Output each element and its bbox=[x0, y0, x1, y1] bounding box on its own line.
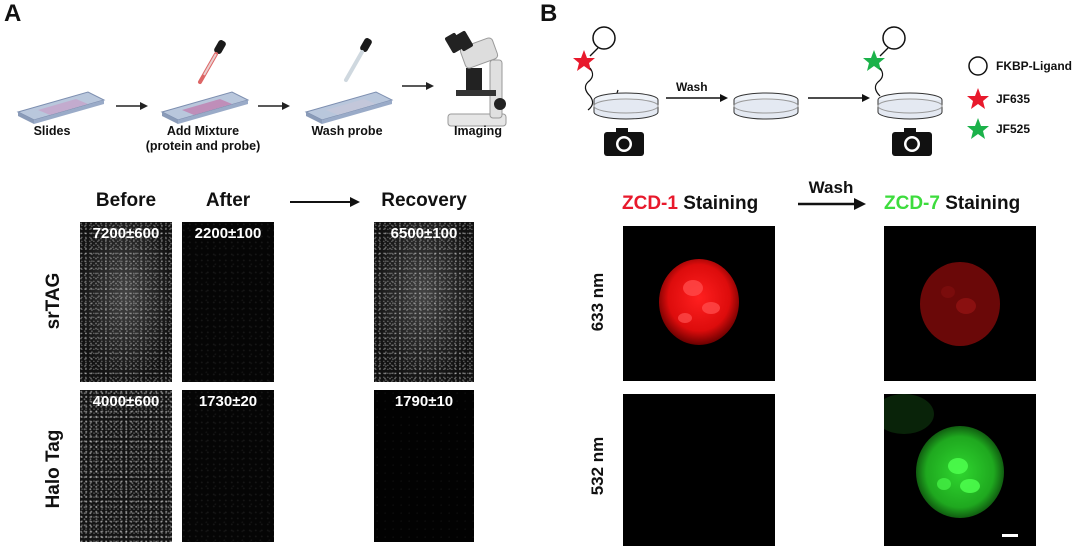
image-633nm-zcd1 bbox=[623, 226, 775, 381]
row-label-633nm: 633 nm bbox=[588, 272, 607, 332]
intensity-value: 1790±10 bbox=[394, 393, 454, 410]
panel-a-workflow-diagram bbox=[16, 30, 507, 127]
legend-label-fkbp: FKBP-Ligand bbox=[996, 59, 1072, 73]
wash-label-middle: Wash bbox=[808, 178, 854, 197]
arrow-icon bbox=[140, 102, 148, 110]
intensity-value: 4000±600 bbox=[92, 393, 160, 410]
panel-b-wash-schematic bbox=[573, 26, 943, 156]
slide-icon bbox=[160, 91, 250, 124]
image-532nm-zcd7 bbox=[884, 394, 1036, 546]
workflow-label-imaging: Imaging bbox=[454, 124, 502, 138]
intensity-value: 1730±20 bbox=[198, 393, 258, 410]
panel-b-letter: B bbox=[540, 0, 558, 27]
slide-icon bbox=[304, 91, 394, 124]
circle-icon bbox=[968, 56, 988, 76]
camera-icon bbox=[604, 128, 644, 156]
title-zcd1-staining: ZCD-1 Staining bbox=[622, 193, 759, 214]
row-label-532nm: 532 nm bbox=[588, 436, 607, 496]
micrograph-halo-before: 4000±600 bbox=[80, 390, 172, 542]
micrograph-halo-after: 1730±20 bbox=[182, 390, 274, 542]
micrograph-halo-recovery: 1790±10 bbox=[374, 390, 474, 542]
green-star-icon bbox=[863, 50, 885, 71]
red-star-icon bbox=[967, 88, 989, 109]
image-633nm-zcd7 bbox=[884, 226, 1036, 381]
workflow-label-wash-probe: Wash probe bbox=[311, 124, 383, 138]
wash-label-top: Wash bbox=[676, 80, 708, 94]
workflow-label-add-mixture: Add Mixture (protein and probe) bbox=[145, 124, 261, 153]
intensity-value: 2200±100 bbox=[194, 225, 262, 242]
petri-dish-icon bbox=[733, 92, 799, 120]
dropper-clear-icon bbox=[344, 38, 372, 82]
image-532nm-zcd1 bbox=[623, 394, 775, 546]
legend-icons bbox=[967, 56, 989, 139]
micrograph-srtag-after: 2200±100 bbox=[182, 222, 274, 382]
title-zcd7-staining: ZCD-7 Staining bbox=[884, 193, 1021, 214]
arrow-icon bbox=[720, 94, 728, 102]
dye-name: ZCD-1 bbox=[622, 193, 678, 214]
row-header-srtag: srTAG bbox=[43, 272, 64, 330]
micrograph-srtag-recovery: 6500±100 bbox=[374, 222, 474, 382]
circle-icon bbox=[592, 26, 616, 50]
arrow-icon bbox=[282, 102, 290, 110]
slide-icon bbox=[16, 91, 106, 124]
arrow-icon bbox=[426, 82, 434, 90]
column-header-before: Before bbox=[95, 190, 157, 211]
petri-dish-icon bbox=[593, 92, 659, 120]
arrow-icon bbox=[862, 94, 870, 102]
column-header-recovery: Recovery bbox=[381, 190, 467, 211]
row-header-halo-tag: Halo Tag bbox=[43, 429, 64, 509]
red-star-icon bbox=[573, 50, 595, 71]
legend-label-jf525: JF525 bbox=[996, 122, 1031, 136]
workflow-label-slides: Slides bbox=[33, 124, 71, 138]
petri-dish-icon bbox=[877, 92, 943, 120]
micrograph-srtag-before: 7200±600 bbox=[80, 222, 172, 382]
dropper-red-icon bbox=[198, 40, 226, 84]
arrow-icon bbox=[798, 198, 866, 210]
green-star-icon bbox=[967, 118, 989, 139]
legend-label-jf635: JF635 bbox=[996, 92, 1031, 106]
dye-name: ZCD-7 bbox=[884, 193, 940, 214]
scale-bar bbox=[1002, 534, 1018, 537]
intensity-value: 7200±600 bbox=[92, 225, 160, 242]
circle-icon bbox=[882, 26, 906, 50]
microscope-icon bbox=[445, 30, 507, 127]
column-header-after: After bbox=[205, 190, 251, 211]
intensity-value: 6500±100 bbox=[390, 225, 458, 242]
panel-a-letter: A bbox=[4, 0, 22, 27]
nucleus bbox=[659, 259, 739, 345]
arrow-icon bbox=[290, 197, 360, 207]
camera-icon bbox=[892, 128, 932, 156]
